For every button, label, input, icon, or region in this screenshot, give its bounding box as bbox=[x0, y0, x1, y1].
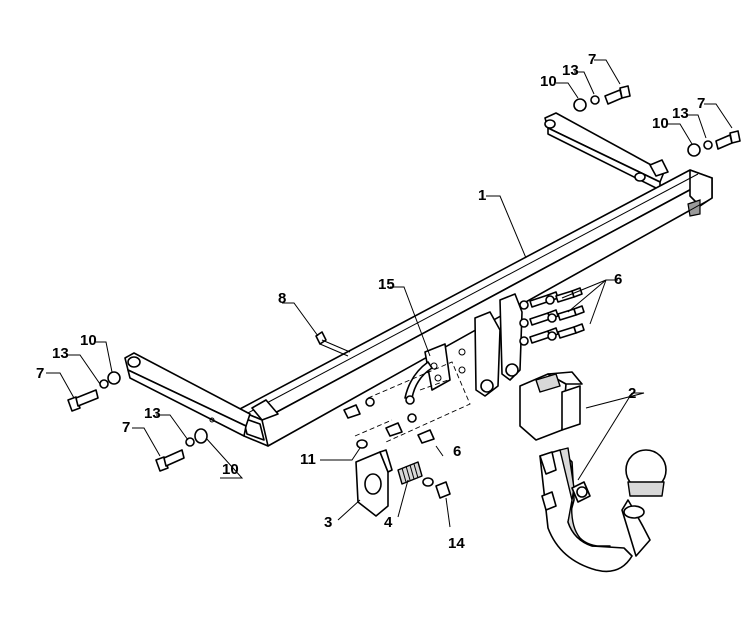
callout-3: 3 bbox=[324, 514, 332, 531]
callout-15: 15 bbox=[378, 276, 395, 293]
callout-labels: 1 2 3 4 6 6 7 7 7 7 8 10 10 10 10 11 13 … bbox=[36, 51, 705, 552]
callout-10-top-left: 10 bbox=[540, 73, 557, 90]
part-6-bolts-lower bbox=[343, 397, 435, 444]
callout-7-top-left: 7 bbox=[588, 51, 596, 68]
callout-13-top-left: 13 bbox=[562, 62, 579, 79]
fastener-set-top-right bbox=[687, 130, 741, 157]
callout-7-left-lower: 7 bbox=[122, 419, 130, 436]
assembly-line-a bbox=[367, 361, 471, 443]
callout-1: 1 bbox=[478, 187, 486, 204]
callout-6-upper: 6 bbox=[614, 271, 622, 288]
assembly-line-c bbox=[419, 379, 449, 391]
callout-7-top-right: 7 bbox=[697, 95, 705, 112]
callout-10-top-right: 10 bbox=[652, 115, 669, 132]
callout-11: 11 bbox=[300, 451, 316, 468]
fastener-set-top-left bbox=[573, 85, 631, 112]
part-14-nut bbox=[422, 477, 451, 499]
callout-2: 2 bbox=[628, 385, 636, 402]
callout-13-left-lower: 13 bbox=[144, 405, 161, 422]
callout-13-left-upper: 13 bbox=[52, 345, 69, 362]
part-8-bolt bbox=[315, 331, 351, 357]
main-crossbar bbox=[237, 169, 713, 447]
callout-7-left-upper: 7 bbox=[36, 365, 44, 382]
part-3-socket-plate bbox=[355, 449, 393, 517]
callout-13-top-right: 13 bbox=[672, 105, 689, 122]
callout-10-left-upper: 10 bbox=[80, 332, 97, 349]
left-side-bracket bbox=[124, 352, 251, 437]
part-2-tow-ball-assembly bbox=[519, 371, 667, 573]
callout-14: 14 bbox=[448, 535, 465, 552]
center-mounting-plates bbox=[424, 293, 523, 397]
assembly-line-b bbox=[354, 419, 393, 437]
fastener-set-left-lower bbox=[155, 428, 208, 472]
callout-6-lower: 6 bbox=[453, 443, 461, 460]
part-11-washer bbox=[356, 439, 368, 449]
callout-10-left-lower: 10 bbox=[222, 461, 239, 478]
fastener-set-left-upper bbox=[67, 371, 121, 412]
leader-lines bbox=[46, 59, 733, 528]
part-15-clip bbox=[404, 361, 433, 405]
right-side-bracket bbox=[544, 112, 669, 191]
part-4-spring bbox=[397, 461, 423, 485]
callout-4: 4 bbox=[384, 514, 393, 531]
callout-8: 8 bbox=[278, 290, 286, 307]
